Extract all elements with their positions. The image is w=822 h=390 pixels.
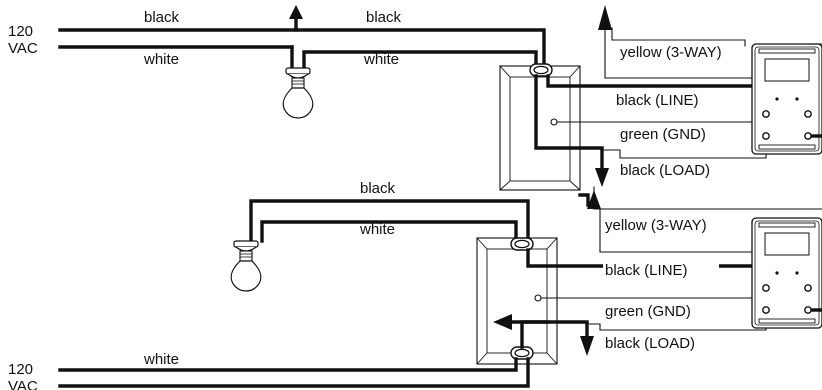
bottom-black-source-wire <box>58 357 530 388</box>
top-yellow-label: yellow (3-WAY) <box>620 44 722 61</box>
bottom-traveler-link <box>578 193 590 207</box>
junction-box-icon <box>476 237 558 365</box>
top-load-label: black (LOAD) <box>620 162 710 179</box>
lamp-icon <box>282 67 314 119</box>
arrow-down-icon <box>595 168 609 187</box>
bottom-load-wire <box>520 320 589 349</box>
arrow-up-icon <box>587 190 601 209</box>
top-yellow-lead <box>611 27 746 47</box>
arrow-up-icon <box>598 5 612 30</box>
top-black-wire <box>58 28 546 68</box>
arrow-down-icon <box>580 336 594 356</box>
bottom-black-label: black <box>360 180 396 197</box>
bottom-white-wire <box>260 220 518 243</box>
top-load-wire <box>534 74 604 170</box>
bottom-black-wire <box>249 199 530 243</box>
wire-nut-icon <box>529 63 553 77</box>
top-source-label-1: 120 <box>8 23 33 40</box>
arrow-up-icon <box>289 5 303 19</box>
ground-screw-icon <box>534 294 542 302</box>
wire-nut-icon <box>510 237 534 251</box>
top-black-label-right: black <box>366 9 402 26</box>
top-white-wire <box>302 50 538 70</box>
ground-screw-icon <box>550 118 558 126</box>
top-source-label-2: VAC <box>8 40 38 57</box>
bottom-source-label-1: 120 <box>8 361 33 378</box>
bottom-yellow-top <box>593 186 822 210</box>
bottom-white-source-label: white <box>143 351 179 368</box>
arrow-left-icon <box>493 314 512 330</box>
lamp-icon <box>230 240 262 292</box>
bottom-gnd-label: green (GND) <box>605 303 691 320</box>
bottom-circuit: black white white 120 VAC yellow (3-WAY)… <box>8 180 822 390</box>
wire-nut-icon <box>510 346 534 360</box>
top-line-label: black (LINE) <box>616 92 699 109</box>
bottom-yellow-label: yellow (3-WAY) <box>605 217 707 234</box>
top-white-label-left: white <box>143 51 179 68</box>
bottom-load-label: black (LOAD) <box>605 335 695 352</box>
top-black-label-left: black <box>144 9 180 26</box>
bottom-white-label: white <box>359 221 395 238</box>
top-circuit: 120 VAC black black white white yellow (… <box>8 5 822 191</box>
bottom-line-label: black (LINE) <box>605 262 688 279</box>
bottom-white-source-wire <box>58 357 518 372</box>
top-white-label-right: white <box>363 51 399 68</box>
bottom-source-label-2: VAC <box>8 378 38 390</box>
top-gnd-label: green (GND) <box>620 126 706 143</box>
